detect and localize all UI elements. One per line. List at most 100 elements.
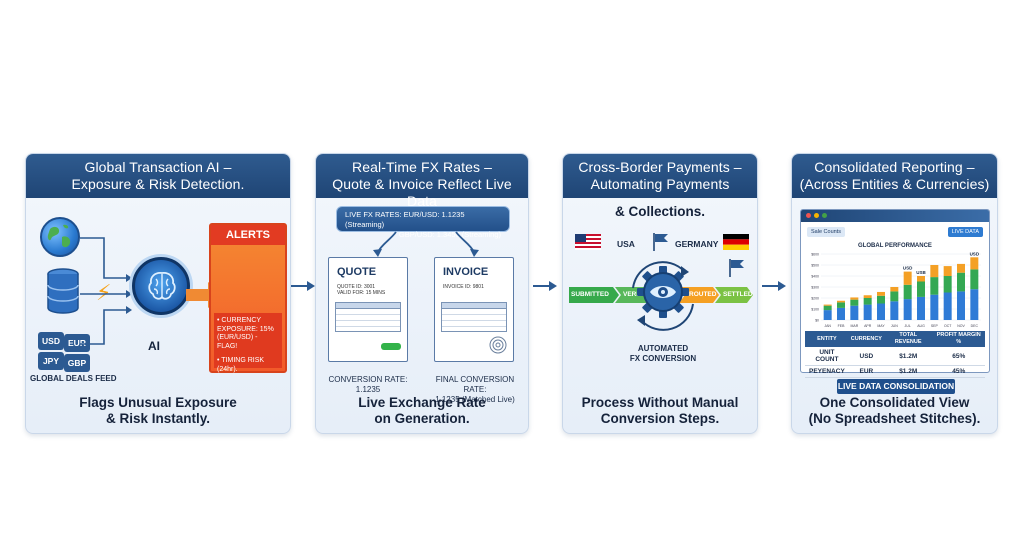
invoice-meta: INVOICE ID: 9801 — [443, 284, 484, 290]
panel-cross-border: Cross-Border Payments – Automating Payme… — [562, 153, 758, 434]
fx-feed-arrows — [373, 231, 479, 257]
usa-flag-icon — [575, 234, 601, 250]
panel-header: Cross-Border Payments – Automating Payme… — [563, 154, 757, 198]
auto-line2: FX CONVERSION — [629, 354, 697, 363]
panel-consolidated-reporting: Consolidated Reporting – (Across Entitie… — [791, 153, 998, 434]
x-tick-label: MAY — [877, 324, 885, 328]
x-tick-label: OCT — [944, 324, 952, 328]
panel-title-line1: Cross-Border Payments – — [578, 159, 742, 175]
chart-bar-segment — [837, 302, 845, 308]
ai-label: AI — [148, 339, 160, 353]
panel-caption: Flags Unusual Exposure & Risk Instantly. — [26, 395, 290, 427]
step-routed: ROUTED — [689, 291, 717, 298]
chart-bar-segment — [850, 305, 859, 320]
currency-usd: USD — [38, 332, 64, 350]
panel-fx-rates: Real-Time FX Rates – Quote & Invoice Ref… — [315, 153, 529, 434]
panel-caption: One Consolidated View (No Spreadsheet St… — [792, 395, 997, 427]
table-row: PEYENACY EUR $1.2M 45% — [805, 365, 985, 378]
y-tick-label: $400 — [811, 275, 819, 279]
panel-header: Consolidated Reporting – (Across Entitie… — [792, 154, 997, 198]
panel-risk-detection: Global Transaction AI – Exposure & Risk … — [25, 153, 291, 434]
panel-title-line1: Real-Time FX Rates – — [352, 159, 492, 175]
flag-pin-icon — [653, 233, 668, 251]
chart-bar-segment — [877, 295, 885, 304]
chart-bar-segment — [903, 271, 912, 285]
close-dot-icon — [806, 213, 811, 218]
country-from: USA — [617, 239, 635, 249]
chart-bar-segment — [970, 257, 979, 270]
bar-data-label: USB — [916, 270, 926, 275]
chart-bar-segment — [877, 291, 885, 296]
panel-caption: Process Without Manual Conversion Steps. — [563, 395, 757, 427]
quote-rate-label: CONVERSION RATE: — [328, 375, 408, 384]
alerts-list: • CURRENCY EXPOSURE: 15% (EUR/USD) - FLA… — [214, 313, 282, 373]
cell-margin: 45% — [932, 365, 985, 378]
dashboard-window: Sale Counts LIVE DATA GLOBAL PERFORMANCE… — [800, 209, 990, 378]
invoice-rate-value: 1.1235 (Matched Live) — [435, 395, 515, 404]
fingerprint-icon — [489, 336, 507, 354]
caption-line2: Conversion Steps. — [600, 411, 720, 426]
cell-revenue: $1.2M — [883, 365, 933, 378]
chart-bar-segment — [890, 291, 899, 302]
y-tick-label: $0 — [815, 319, 819, 323]
chart-bar-segment — [903, 299, 912, 320]
bar-data-label: USD — [970, 251, 980, 256]
y-tick-label: $200 — [811, 297, 819, 301]
quote-document: QUOTE QUOTE ID: 3001 VALID FOR: 15 MINS — [328, 257, 408, 362]
chart-bar-segment — [957, 272, 965, 292]
panel-title-line1: Consolidated Reporting – — [814, 159, 975, 175]
gear-eye-icon — [637, 266, 689, 318]
cell-entity: UNIT COUNT — [805, 347, 849, 366]
chart-bar-segment — [890, 301, 899, 320]
auto-line1: AUTOMATED — [637, 344, 689, 353]
cell-currency: EUR — [848, 365, 884, 378]
alerts-panel: ALERTS • CURRENCY EXPOSURE: 15% (EUR/USD… — [209, 223, 287, 373]
x-tick-label: MAR — [850, 324, 858, 328]
alert-currency-exposure: • CURRENCY EXPOSURE: 15% (EUR/USD) - FLA… — [217, 317, 274, 350]
invoice-rate: FINAL CONVERSION RATE: 1.1235 (Matched L… — [424, 375, 526, 405]
currency-jpy: JPY — [38, 352, 64, 370]
panel-title-line2: Automating Payments — [590, 176, 730, 192]
quote-meta: QUOTE ID: 3001 VALID FOR: 15 MINS — [337, 284, 385, 296]
step-submitted: SUBMITTED — [571, 291, 609, 298]
y-tick-label: $100 — [811, 308, 819, 312]
chart-bar-segment — [943, 266, 952, 276]
y-tick-label: $500 — [811, 264, 819, 268]
sales-tab[interactable]: Sale Counts — [807, 227, 845, 237]
quote-validity: VALID FOR: 15 MINS — [337, 290, 386, 296]
auto-fx-label: AUTOMATED FX CONVERSION — [623, 344, 703, 364]
feed-label: GLOBAL DEALS FEED — [30, 374, 117, 383]
chart-bar-segment — [877, 303, 885, 320]
chart-bar-segment — [850, 297, 859, 300]
flow-arrow-1 — [291, 281, 315, 291]
header-currency: CURRENCY — [848, 331, 884, 347]
accept-badge — [381, 343, 401, 350]
flow-arrow-3 — [762, 281, 786, 291]
chart-bar-segment — [930, 265, 939, 278]
caption-line1: Flags Unusual Exposure — [79, 395, 237, 410]
caption-line1: Process Without Manual — [581, 395, 739, 410]
live-data-toggle[interactable]: LIVE DATA — [947, 227, 983, 237]
invoice-document: INVOICE INVOICE ID: 9801 — [434, 257, 514, 362]
x-tick-label: FEB — [838, 324, 845, 328]
cell-margin: 65% — [932, 347, 985, 366]
minimize-dot-icon — [814, 213, 819, 218]
globe-icon — [40, 217, 80, 257]
chart-bar-segment — [850, 299, 859, 306]
cell-entity: PEYENACY — [805, 365, 849, 378]
chart-bar-segment — [903, 284, 912, 300]
quote-id: QUOTE ID: 3001 — [337, 284, 376, 290]
bar-data-label: USD — [903, 266, 913, 271]
panel-header: Global Transaction AI – Exposure & Risk … — [26, 154, 290, 198]
chart-bar-segment — [943, 292, 952, 320]
chart-bar-segment — [943, 276, 952, 293]
fx-line1: LIVE FX RATES: EUR/USD: 1.1235 (Streamin… — [345, 210, 465, 229]
cell-currency: USD — [848, 347, 884, 366]
table-row: UNIT COUNT USD $1.2M 65% — [805, 347, 985, 366]
chart-bar-segment — [917, 281, 925, 297]
x-tick-label: JUL — [905, 324, 911, 328]
chart-bar-segment — [930, 277, 939, 295]
x-tick-label: NOV — [957, 324, 965, 328]
x-tick-label: SEP — [931, 324, 939, 328]
chart-bar-segment — [970, 269, 979, 290]
